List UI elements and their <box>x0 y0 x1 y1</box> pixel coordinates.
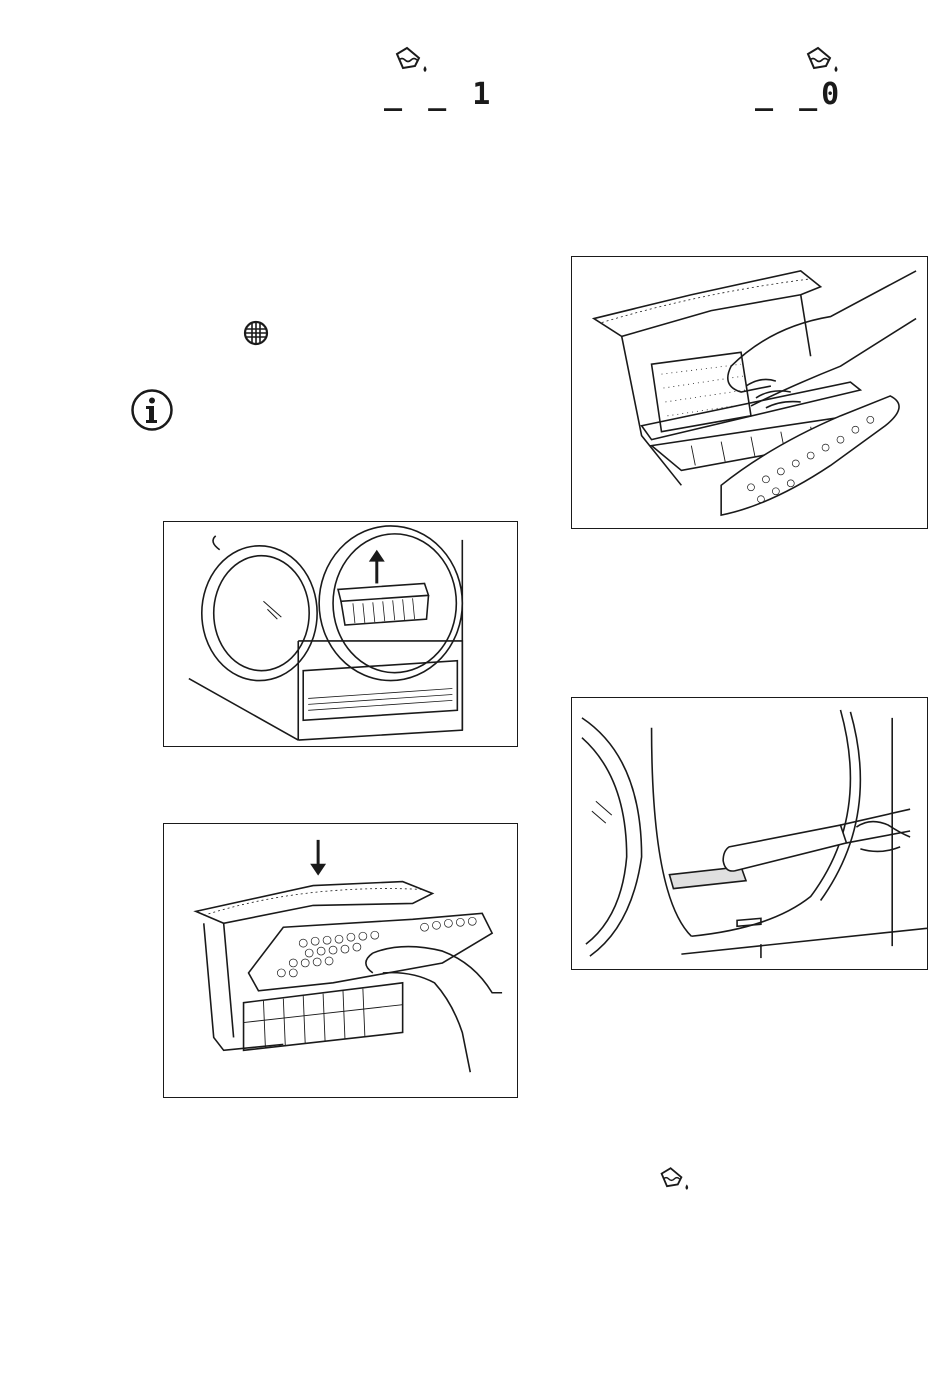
drum-seal-cleaning-illustration <box>571 697 928 970</box>
tank-full-icon <box>804 44 844 76</box>
tank-full-icon <box>658 1163 694 1195</box>
filter-open-illustration <box>571 256 928 529</box>
tank-full-icon <box>393 44 433 76</box>
info-icon <box>130 388 174 432</box>
filter-icon <box>243 320 269 346</box>
display-readout-left: _ _ 1 <box>384 80 494 110</box>
display-readout-right: _ _0 <box>755 80 843 110</box>
filter-closing-illustration <box>163 823 518 1098</box>
door-filter-removal-illustration <box>163 521 518 747</box>
